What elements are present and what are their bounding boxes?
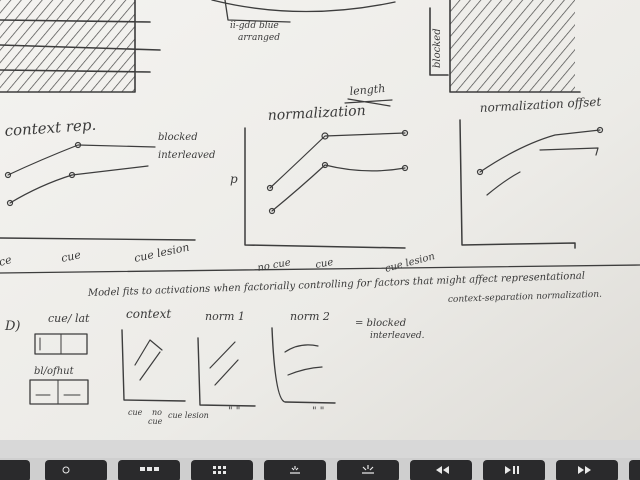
top-right-label: blocked — [432, 28, 443, 68]
panel-context-rep: context rep. blocked interleaved ce cue … — [0, 116, 215, 269]
top-scribble-text: ii-gdd blue — [230, 21, 279, 31]
panel-normalization-offset: normalization offset — [459, 95, 604, 249]
section-d-plot2-title: norm 1 — [205, 310, 245, 323]
panel-context-legend-1: blocked — [158, 132, 198, 143]
section-d-marker: D) — [4, 319, 21, 334]
panel-context-xtick-2: cue — [60, 248, 83, 265]
section-d-ditto-1: " " — [228, 406, 240, 417]
panel-norm-title: normalization — [267, 103, 366, 124]
mission-control-icon — [140, 467, 159, 471]
top-left-hatched-box — [0, 0, 161, 93]
section-d-plot3-title: norm 2 — [290, 310, 330, 323]
f5-key[interactable] — [264, 460, 326, 480]
function-key-row — [0, 460, 640, 480]
notebook-page: ii-gdd blue arranged blocked context rep… — [0, 0, 640, 458]
rewind-icon — [436, 466, 449, 474]
section-d-xtick-1: cue — [128, 408, 143, 417]
f6-key[interactable] — [337, 460, 399, 480]
top-right-hatched-box: blocked — [429, 0, 581, 93]
keyboard-light-down-icon — [290, 466, 300, 474]
f4-key[interactable] — [191, 460, 253, 480]
keyboard-light-up-icon — [362, 465, 374, 474]
section-d-legend-1: = blocked — [355, 318, 406, 329]
section-d-box2-label: bl/ofhut — [34, 366, 75, 377]
esc-key[interactable] — [0, 460, 30, 480]
panel-norm-correction: length — [349, 82, 386, 98]
f2-key[interactable] — [45, 460, 107, 480]
panel-context-legend-2: interleaved — [158, 150, 215, 161]
section-d-xtick-4: cue lesion — [168, 411, 209, 420]
f10-key[interactable] — [629, 460, 640, 480]
laptop-keyboard — [0, 440, 640, 480]
brightness-down-icon — [62, 466, 70, 474]
launchpad-icon — [213, 466, 226, 474]
play-pause-icon — [505, 466, 519, 474]
section-d-box1-label: cue/ lat — [48, 312, 90, 325]
panel-context-xtick-1: ce — [0, 253, 13, 269]
section-d-xtick-3: cue — [148, 417, 163, 426]
section-d-legend-2: interleaved. — [370, 331, 425, 341]
panel-norm-xtick-2: cue — [315, 257, 335, 271]
top-scribble-text-2: arranged — [238, 33, 280, 43]
section-d-ditto-2: " " — [312, 406, 324, 417]
section-d-xtick-2: no — [152, 408, 162, 417]
section-d-plot1-title: context — [126, 307, 171, 321]
panel-norm-ylabel: p — [230, 172, 238, 186]
section-d: D) cue/ lat bl/ofhut context norm 1 norm… — [4, 307, 425, 426]
panel-offset-title: normalization offset — [479, 95, 601, 115]
top-center-sketch: ii-gdd blue arranged — [211, 0, 396, 43]
fast-forward-icon — [578, 466, 591, 474]
